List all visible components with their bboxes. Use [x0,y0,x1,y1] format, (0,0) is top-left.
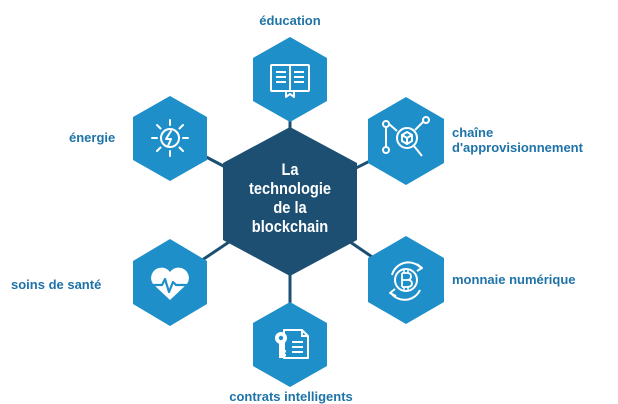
bitcoin-icon [389,261,423,301]
smart-contract-icon [275,329,309,359]
node-supply-chain[interactable] [368,97,444,185]
center-title-line-1: La [281,160,299,179]
node-healthcare[interactable] [133,239,207,326]
center-title-line-3: de la [273,198,307,217]
label-energy: énergie [69,130,116,145]
book-icon [270,64,310,98]
label-education: éducation [259,13,321,28]
center-hexagon [223,127,357,276]
center-title: La technologie de la blockchain [229,160,351,236]
heartbeat-icon [151,267,189,300]
hexagon-smart-contracts [253,302,327,387]
label-supply-chain-line-1: chaîne [452,125,494,140]
label-digital-currency: monnaie numérique [452,272,576,287]
node-smart-contracts[interactable] [253,302,327,387]
label-supply-chain: chaîne d'approvisionnement [452,125,583,155]
label-supply-chain-line-2: d'approvisionnement [452,140,583,155]
center-title-line-4: blockchain [251,217,329,236]
supply-chain-icon [382,116,430,157]
label-healthcare: soins de santé [11,277,102,292]
label-smart-contracts: contrats intelligents [229,389,353,404]
node-energy[interactable] [133,96,207,181]
center-title-line-2: technologie [248,179,332,198]
node-digital-currency[interactable] [368,236,444,324]
energy-icon [151,119,189,157]
node-education[interactable] [253,37,327,122]
